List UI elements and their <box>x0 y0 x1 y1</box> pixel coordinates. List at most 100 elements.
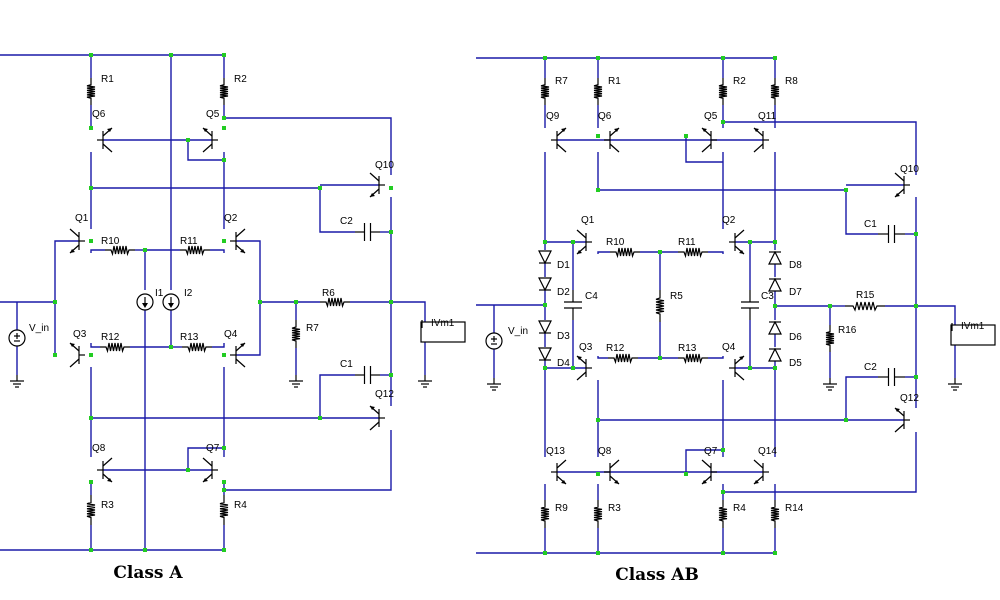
label-R14: R14 <box>785 503 804 514</box>
label-Q7: Q7 <box>206 443 220 454</box>
IVm1B-current-meter <box>950 323 996 346</box>
junction-node <box>89 126 93 130</box>
label-Q1: Q1 <box>581 215 595 226</box>
junction-node <box>773 240 777 244</box>
label-I1: I1 <box>155 288 164 299</box>
label-Q13: Q13 <box>546 446 565 457</box>
D5-diode <box>768 347 782 362</box>
label-Q3: Q3 <box>579 342 593 353</box>
label-R1: R1 <box>101 74 114 85</box>
R13-resistor <box>678 353 708 365</box>
junction-node <box>389 230 393 234</box>
R4-resistor <box>718 500 728 528</box>
Q13-transistor <box>551 459 567 485</box>
C2-capacitor <box>878 368 905 386</box>
D2-diode <box>538 277 552 292</box>
R15-resistor <box>845 301 885 312</box>
label-Q2: Q2 <box>722 215 736 226</box>
junction-node <box>222 126 226 130</box>
Q7-transistor <box>202 457 218 483</box>
junction-node <box>596 188 600 192</box>
label-R6: R6 <box>322 288 335 299</box>
Q4-transistor <box>230 342 246 368</box>
label-D8: D8 <box>789 260 802 271</box>
junction-node <box>721 490 725 494</box>
junction-node <box>222 53 226 57</box>
r7-ground <box>289 375 303 388</box>
label-Q8: Q8 <box>92 443 106 454</box>
V_inAB-voltage-source <box>485 332 503 350</box>
R10-resistor <box>105 245 135 257</box>
label-R11: R11 <box>180 236 198 247</box>
junction-node <box>318 186 322 190</box>
junction-node <box>543 303 547 307</box>
label-Q10: Q10 <box>375 160 394 171</box>
Q9-transistor <box>551 127 567 153</box>
label-R4: R4 <box>733 503 746 514</box>
Q5-transistor <box>202 127 218 153</box>
junction-nodes <box>53 53 918 555</box>
r16-ground <box>823 378 837 391</box>
junction-node <box>222 446 226 450</box>
R3-resistor <box>593 500 603 528</box>
R1-resistor <box>593 78 603 105</box>
junction-node <box>721 551 725 555</box>
meter-ground <box>418 375 432 388</box>
junction-node <box>89 416 93 420</box>
junction-node <box>914 375 918 379</box>
Q3-transistor <box>69 342 85 368</box>
Q8-transistor <box>604 459 620 485</box>
D3-diode <box>538 320 552 335</box>
junction-node <box>543 240 547 244</box>
junction-node <box>721 448 725 452</box>
label-C2: C2 <box>864 362 877 373</box>
label-Q5: Q5 <box>704 111 718 122</box>
junction-node <box>89 53 93 57</box>
junction-node <box>389 373 393 377</box>
label-C4: C4 <box>585 291 598 302</box>
junction-node <box>222 158 226 162</box>
junction-node <box>828 304 832 308</box>
Q10-transistor <box>894 172 910 198</box>
label-R9: R9 <box>555 503 568 514</box>
label-C3: C3 <box>761 291 774 302</box>
label-Q6: Q6 <box>598 111 612 122</box>
label-R2: R2 <box>733 76 746 87</box>
label-V_in: V_in <box>29 323 49 334</box>
I2-current-source <box>162 293 180 311</box>
junction-node <box>914 232 918 236</box>
Q10-transistor <box>369 172 385 198</box>
R7-resistor <box>291 320 301 348</box>
label-R5: R5 <box>670 291 683 302</box>
label-R16: R16 <box>838 325 857 336</box>
label-Q11: Q11 <box>758 111 777 122</box>
Q1-transistor <box>576 229 592 255</box>
junction-node <box>222 239 226 243</box>
junction-node <box>222 353 226 357</box>
junction-node <box>748 240 752 244</box>
junction-node <box>543 366 547 370</box>
C2-capacitor <box>355 223 380 241</box>
IVm1A-current-meter <box>420 320 466 343</box>
Q12-transistor <box>369 405 385 431</box>
Q5-transistor <box>701 127 717 153</box>
junction-node <box>169 345 173 349</box>
label-R1: R1 <box>608 76 621 87</box>
junction-node <box>294 300 298 304</box>
Q11-transistor <box>753 127 769 153</box>
label-Q8: Q8 <box>598 446 612 457</box>
Q2-transistor <box>230 228 246 254</box>
junction-node <box>596 472 600 476</box>
Q7-transistor <box>701 459 717 485</box>
V_in-voltage-source <box>8 329 26 347</box>
junction-node <box>684 472 688 476</box>
label-D2: D2 <box>557 287 570 298</box>
Q1-transistor <box>69 228 85 254</box>
junction-node <box>844 188 848 192</box>
R3-resistor <box>86 495 96 525</box>
R12-resistor <box>608 353 638 365</box>
label-Q5: Q5 <box>206 109 220 120</box>
junction-node <box>721 120 725 124</box>
junction-node <box>389 300 393 304</box>
label-D4: D4 <box>557 358 570 369</box>
